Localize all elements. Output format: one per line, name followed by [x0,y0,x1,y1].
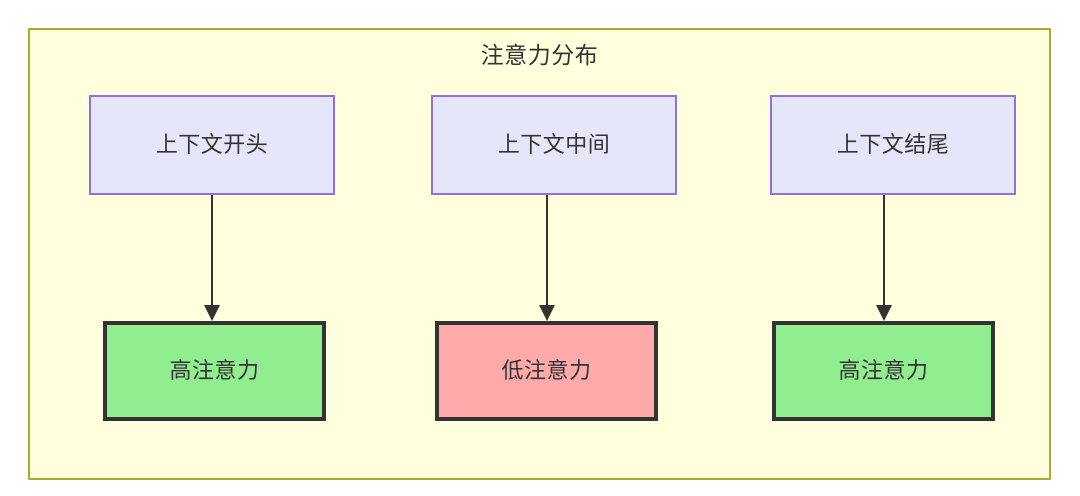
edge-start-to-high [204,195,220,321]
edge-middle-to-low [539,195,555,321]
edge-end-to-high [876,195,892,321]
node-context-middle[interactable]: 上下文中间 [431,95,677,195]
node-attention-start[interactable]: 高注意力 [103,321,326,421]
node-context-end[interactable]: 上下文结尾 [770,95,1016,195]
subgraph-title: 注意力分布 [480,42,599,68]
node-context-start[interactable]: 上下文开头 [89,95,335,195]
node-attention-end[interactable]: 高注意力 [772,321,995,421]
node-attention-middle[interactable]: 低注意力 [435,321,658,421]
subgraph-attention-distribution: 注意力分布 上下文开头 高注意力 上下文中间 [28,28,1051,480]
